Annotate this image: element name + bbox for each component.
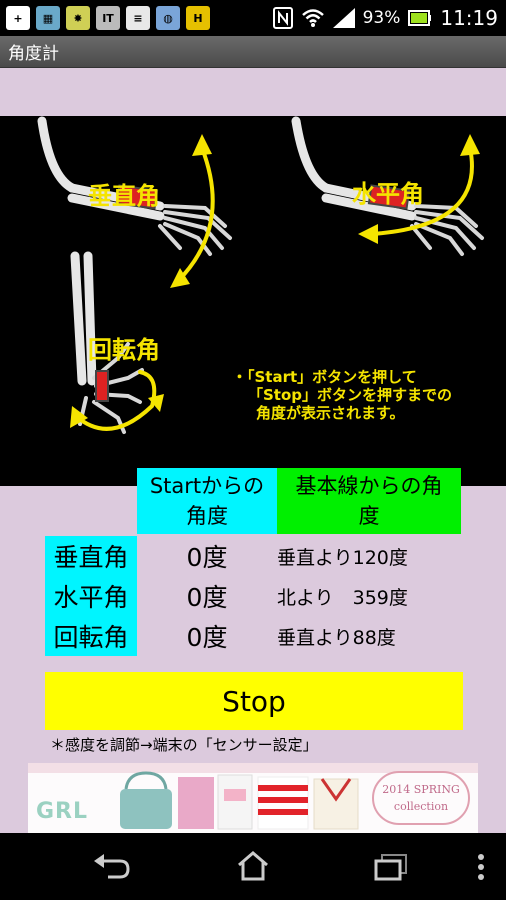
- horizontal-from-baseline-value: 北より 359度: [277, 586, 408, 609]
- news-notification-icon: ≡: [126, 6, 150, 30]
- header-from-start: Startからの角度: [137, 468, 277, 534]
- ad-logo: GRL: [36, 799, 89, 824]
- note-line-2: 「Stop」ボタンを押すまでの: [248, 386, 453, 404]
- horizontal-angle-label: 水平角: [352, 180, 424, 208]
- note-line-1: ・「Start」ボタンを押して: [232, 368, 417, 386]
- row-label-rotation: 回転角: [45, 616, 137, 656]
- globe-notification-icon: ◍: [156, 6, 180, 30]
- arm-diagram: [37, 116, 484, 434]
- h-notification-icon: H: [186, 6, 210, 30]
- instruction-note: ・「Start」ボタンを押して 「Stop」ボタンを押すまでの 角度が表示されま…: [232, 368, 452, 422]
- overflow-menu-icon[interactable]: [476, 853, 486, 881]
- app-title: 角度計: [8, 44, 59, 64]
- system-status: 93% 11:19: [272, 6, 498, 30]
- navigation-bar: [0, 833, 506, 900]
- horizontal-from-start-value: 0度: [186, 583, 228, 612]
- vertical-from-start-value: 0度: [186, 543, 228, 572]
- ad-spring-collection: 2014 SPRING collection: [372, 771, 470, 825]
- rotation-angle-label: 回転角: [88, 336, 160, 364]
- back-icon[interactable]: [92, 853, 132, 879]
- vertical-from-baseline-value: 垂直より120度: [277, 546, 408, 569]
- app-notification-icon: ▦: [36, 6, 60, 30]
- clock: 11:19: [440, 6, 498, 30]
- it-notification-icon: IT: [96, 6, 120, 30]
- sensitivity-hint: ＊感度を調節→端末の「センサー設定」: [50, 736, 318, 754]
- ad-banner[interactable]: GRL 2014 SPRING collection: [28, 763, 478, 833]
- rotation-from-start-value: 0度: [186, 623, 228, 652]
- recent-apps-icon[interactable]: [374, 853, 408, 881]
- battery-percent: 93%: [362, 8, 401, 28]
- vertical-angle-label: 垂直角: [88, 182, 160, 210]
- home-icon[interactable]: [236, 851, 270, 881]
- plus-notification-icon: +: [6, 6, 30, 30]
- main-content: 垂直角 水平角 回転角 ・「Start」ボタンを押して 「Stop」ボタンを押す…: [0, 68, 506, 833]
- action-bar: 角度計: [0, 36, 506, 68]
- notification-icons: + ▦ ✸ IT ≡ ◍ H: [6, 6, 210, 30]
- instruction-illustration: 垂直角 水平角 回転角 ・「Start」ボタンを押して 「Stop」ボタンを押す…: [0, 116, 506, 486]
- row-label-vertical: 垂直角: [45, 536, 137, 576]
- signal-icon: [332, 8, 355, 28]
- row-label-horizontal: 水平角: [45, 576, 137, 616]
- note-line-3: 角度が表示されます。: [256, 404, 405, 422]
- stop-button[interactable]: Stop: [45, 672, 463, 730]
- wifi-icon: [301, 9, 324, 27]
- nfc-icon: [272, 7, 293, 29]
- header-from-baseline: 基本線からの角度: [277, 468, 461, 534]
- rotation-from-baseline-value: 垂直より88度: [277, 626, 396, 649]
- ad-products-graphic: [28, 763, 478, 830]
- settings-notification-icon: ✸: [66, 6, 90, 30]
- battery-icon: [408, 10, 432, 26]
- status-bar: + ▦ ✸ IT ≡ ◍ H 93% 11:19: [0, 0, 506, 36]
